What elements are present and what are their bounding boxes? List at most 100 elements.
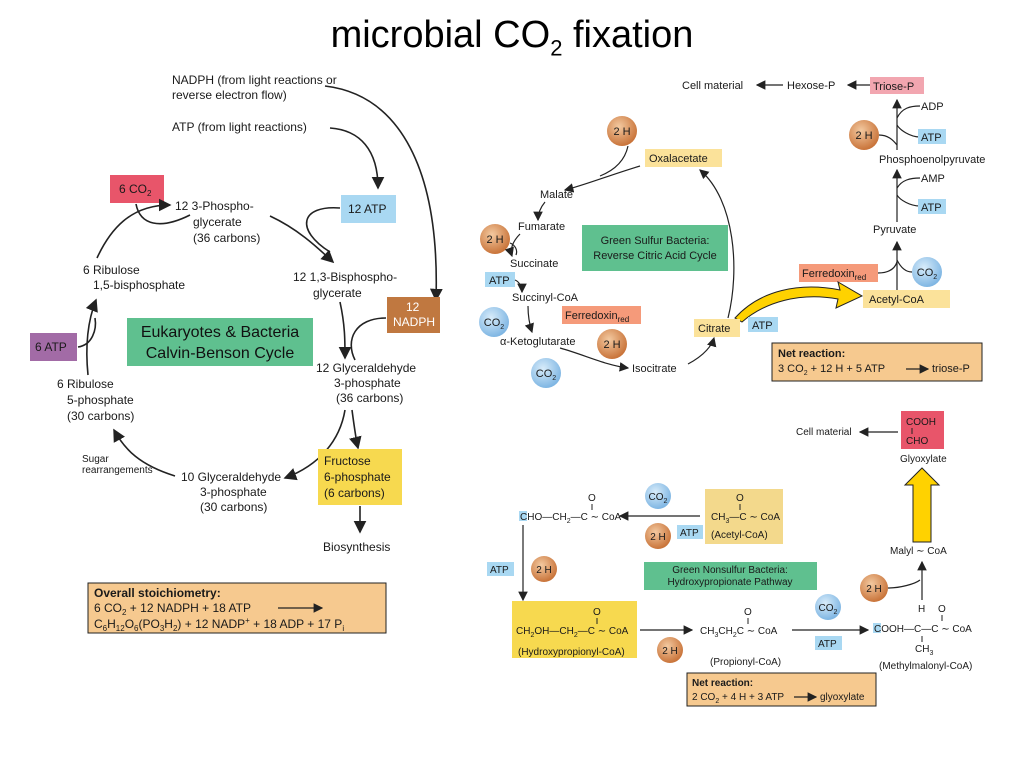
two-h-label-4: 2 H [603, 339, 620, 351]
oxalacetate-to-malate-arrow [563, 165, 641, 193]
mm-h: H [918, 604, 925, 615]
bpg-label: 12 1,3-Bisphospho- [293, 270, 397, 284]
semiald-o: O [588, 493, 596, 504]
acetyl-coa-box [863, 290, 950, 308]
hpp-net-line: 2 CO2 + 4 H + 3 ATP [692, 692, 784, 705]
cell-material-label-2: Cell material [796, 427, 852, 438]
atp-label-3: ATP [489, 275, 510, 287]
triose-box [870, 77, 924, 94]
atp-supply-arrow [329, 127, 385, 190]
cell-material-label: Cell material [682, 80, 743, 92]
two-h-ball-3 [480, 224, 510, 254]
calvin-title: Eukaryotes & Bacteria [141, 324, 299, 341]
hp-box [512, 601, 637, 658]
sugar-rearr-label: Sugar [82, 454, 109, 465]
co2-ball-3 [531, 358, 561, 388]
pr-o: O [744, 607, 752, 618]
amp-label: AMP [921, 173, 945, 185]
bpg-to-g3p-arrow [338, 301, 352, 360]
acetyl-name: (Acetyl-CoA) [711, 530, 768, 541]
atp-label-5: ATP [680, 528, 699, 539]
hpp-net-title: Net reaction: [692, 678, 753, 689]
adp-out-arrow [896, 105, 921, 119]
hpp-net-product: glyoxylate [820, 692, 865, 703]
f6p-box [318, 449, 402, 505]
atp-label-2: ATP [921, 202, 942, 214]
mm-ch3: CH3 [915, 644, 933, 657]
f6p-label: Fructose [324, 454, 371, 468]
rubp-label-2: 1,5-bisphosphate [93, 278, 185, 292]
two-h-ball-8 [657, 637, 683, 663]
nadph12-label-2: NADPH [393, 315, 435, 329]
glyoxylate-cho: CHO [906, 436, 928, 447]
ferredoxin-label-1: Ferredoxinred [802, 268, 866, 282]
stoichiometry-line-1: 6 CO2 + 12 NADPH + 18 ATP [94, 601, 251, 617]
co2-label-5: CO2 [819, 603, 838, 616]
pga-label-2: glycerate [193, 215, 242, 229]
isocitrate-to-citrate-arrow [687, 336, 717, 365]
co2-input-box [110, 175, 164, 203]
g3p10-label: 10 Glyceraldehyde [181, 470, 281, 484]
citrate-to-oxalacetate-arrow [699, 169, 735, 319]
ferredoxin-label-2: Ferredoxinred [565, 310, 629, 324]
oxalacetate-box [645, 149, 722, 167]
citrate-to-acetyl-arrow [734, 280, 864, 323]
isocitrate-label: Isocitrate [632, 363, 677, 375]
citrate-box [694, 319, 740, 337]
co2-label-4: CO2 [649, 492, 668, 505]
two-h-ball-4 [597, 329, 627, 359]
malate-label: Malate [540, 189, 573, 201]
nadph12-use-arrow [350, 317, 387, 361]
g3p10-carbons: (30 carbons) [200, 500, 267, 514]
oxalacetate-label: Oxalacetate [649, 153, 708, 165]
atp-box-7 [815, 636, 842, 650]
stoichiometry-line-2: C6H12O6(PO3H2) + 12 NADP+ + 18 ADP + 17 … [94, 616, 344, 633]
ferredoxin-in-arrow-1 [877, 261, 898, 274]
acetyl-structure: CH3—C ∼ CoA [711, 512, 780, 525]
pga-to-bpg-arrow [269, 215, 335, 264]
g3p-label: 12 Glyceraldehyde [316, 361, 416, 375]
mm-structure: COOH—C—C ∼ CoA [874, 624, 972, 635]
rtca-section: Cell material Hexose-P Triose-P ADP ATP … [479, 77, 985, 388]
two-h-label-7: 2 H [536, 565, 552, 576]
stoichiometry-title: Overall stoichiometry: [94, 586, 221, 600]
fumarate-to-succinate-arrow [504, 233, 521, 258]
rtca-net-title: Net reaction: [778, 348, 845, 360]
pga-carbons: (36 carbons) [193, 231, 260, 245]
g3p-label-2: 3-phosphate [334, 376, 401, 390]
nadph-source-label-2: reverse electron flow) [172, 88, 287, 102]
mm-highlight [873, 623, 881, 633]
atp-in-arrow-1 [896, 124, 921, 138]
two-h-label-8: 2 H [662, 646, 678, 657]
semiald-highlight [519, 511, 527, 521]
rubp-to-pga-arrow [96, 198, 172, 259]
co2-fixation-arrow [135, 203, 191, 225]
atp-box-3 [485, 272, 515, 287]
two-h-label-6: 2 H [650, 532, 666, 543]
two-h-ball-6 [645, 523, 671, 549]
bpg-label-2: glycerate [313, 286, 362, 300]
mm-o: O [938, 604, 946, 615]
two-h-label-3: 2 H [486, 234, 503, 246]
co2-label-2: CO2 [484, 317, 505, 331]
atp-box-6 [487, 562, 514, 576]
atp6-box [30, 333, 77, 361]
co2-ball-4 [645, 483, 671, 509]
fumarate-label: Fumarate [518, 221, 565, 233]
rtca-net-product: triose-P [932, 363, 970, 375]
g3p10-to-ru5p-arrow [113, 428, 176, 477]
two-h-ball-5 [860, 574, 888, 602]
biosynthesis-label: Biosynthesis [323, 540, 390, 554]
hpp-net-box [686, 672, 877, 707]
two-h-in-arrow-3 [509, 242, 518, 256]
atp-box-2 [918, 199, 946, 214]
atp12-box [341, 195, 396, 223]
two-h-label-5: 2 H [866, 584, 882, 595]
malate-to-fumarate-arrow [533, 201, 546, 222]
citrate-label: Citrate [698, 323, 730, 335]
ru5p-label: 6 Ribulose [57, 377, 114, 391]
g3p-to-f6p-arrow [349, 409, 362, 450]
propionyl-name: (Propionyl-CoA) [710, 657, 781, 668]
amp-out-arrow [896, 177, 921, 189]
atp-label-4: ATP [752, 320, 773, 332]
